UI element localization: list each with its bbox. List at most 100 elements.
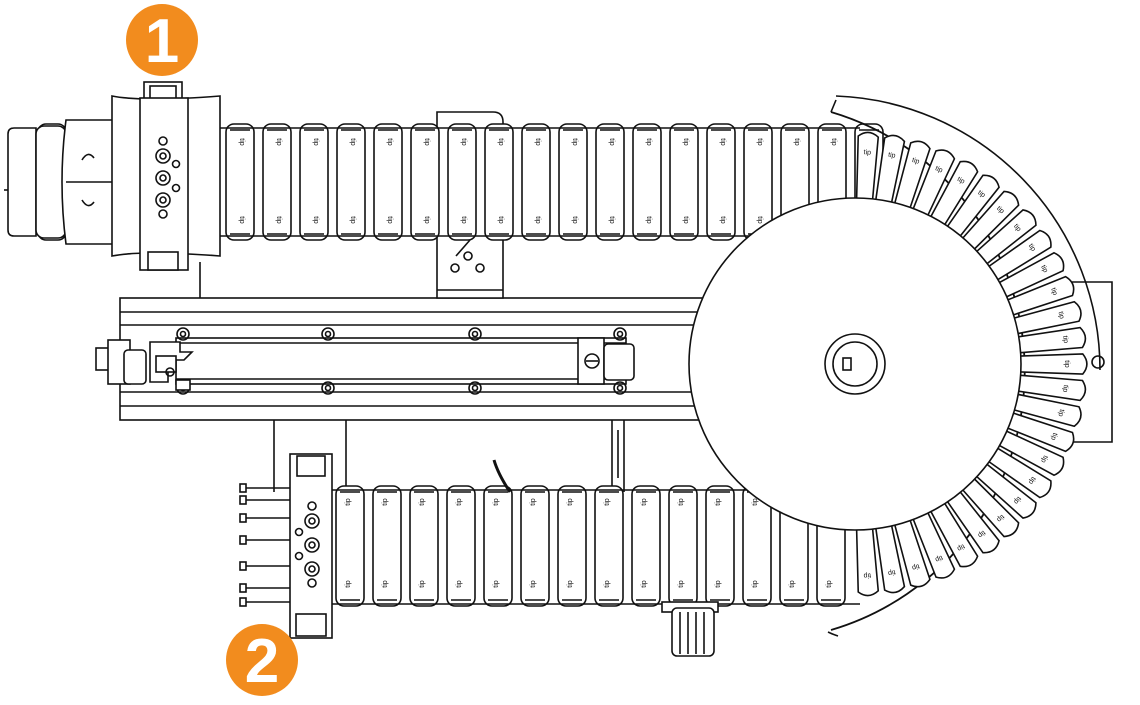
ring-pocket: tip [983,229,1052,284]
pin-head [239,583,247,593]
ring-pocket: tip [1014,353,1088,375]
pocket-label: tip [793,138,800,146]
pocket-label: tip [419,498,426,506]
ring-pocket: tip [983,444,1052,499]
callout-1-badge [126,4,198,76]
ring-pocket: tip [943,486,1000,554]
pocket-label: tip [419,580,426,588]
pocket-label: tip [1039,454,1049,464]
upper-pocket: tip tip [521,123,551,241]
upper-pocket: tip tip [336,123,366,241]
pocket-label: tip [752,498,759,506]
ring-pocket: tip [874,519,906,594]
ring-pocket: tip [993,251,1065,301]
pocket-label: tip [238,138,245,146]
pocket-label: tip [995,513,1005,523]
pocket-label: tip [976,529,986,539]
pocket-label: tip [956,176,966,186]
ring-pocket: tip [971,209,1037,269]
pocket-label: tip [534,216,541,224]
pocket-label: tip [1012,223,1022,233]
pocket-label: tip [567,498,574,506]
ring-pocket: tip [1001,275,1075,318]
pocket-label: tip [934,165,944,174]
adjustment-knob [661,601,719,657]
ring-pocket: tip [855,131,880,206]
pocket-label: tip [682,138,689,146]
pocket-label: tip [349,216,356,224]
pocket-label: tip [386,138,393,146]
pocket-label: tip [1063,360,1070,368]
pocket-label: tip [1027,475,1037,485]
pocket-label: tip [956,542,966,552]
ring-pocket: tip [971,459,1037,519]
pocket-label: tip [497,138,504,146]
pocket-label: tip [423,216,430,224]
gripper-block-2 [239,453,333,639]
pocket-label: tip [497,216,504,224]
pocket-label: tip [567,580,574,588]
ring-pocket: tip [957,190,1020,255]
pocket-label: tip [719,138,726,146]
pocket-label: tip [1012,495,1022,505]
ring-pocket: tip [1007,300,1082,336]
turntable [688,197,1022,531]
pin-head [239,561,247,571]
pocket-label: tip [641,580,648,588]
pocket-label: tip [608,138,615,146]
pocket-label: tip [756,216,763,224]
pocket-label: tip [678,580,685,588]
pin-head [239,597,247,607]
callout-2-label: 2 [245,627,279,696]
ring-pocket: tip [1001,410,1075,453]
pocket-label: tip [312,138,319,146]
pocket-label: tip [641,498,648,506]
pocket-label: tip [534,138,541,146]
ring-pocket: tip [855,522,880,597]
pocket-label: tip [1049,287,1058,296]
pocket-label: tip [312,216,319,224]
pocket-label: tip [1057,311,1066,320]
left-end-mechanism [95,339,194,391]
pocket-label: tip [423,138,430,146]
pocket-label: tip [934,554,944,563]
pocket-label: tip [645,216,652,224]
pocket-label: tip [604,498,611,506]
pocket-label: tip [1049,432,1058,441]
pocket-label: tip [887,152,896,160]
pocket-label: tip [1061,384,1069,392]
callout-1-label: 1 [145,7,179,76]
pocket-label: tip [493,498,500,506]
pocket-label: tip [976,189,986,199]
ring-pocket: tip [874,134,906,209]
ring-pocket: tip [927,160,979,231]
pocket-label: tip [682,216,689,224]
pocket-label: tip [715,580,722,588]
pocket-label: tip [456,580,463,588]
ring-pocket: tip [1011,373,1087,402]
pocket-label: tip [460,138,467,146]
pocket-label: tip [349,138,356,146]
pocket-label: tip [911,562,920,571]
ring-pocket: tip [910,149,956,222]
pocket-label: tip [345,580,352,588]
pocket-label: tip [530,498,537,506]
pocket-label: tip [1039,264,1049,274]
main-frame [119,297,731,421]
ring-pocket: tip [957,473,1020,538]
pocket-label: tip [382,498,389,506]
ring-pocket: tip [943,174,1000,242]
pin-head [239,483,247,493]
rail-slider-block [577,337,635,385]
